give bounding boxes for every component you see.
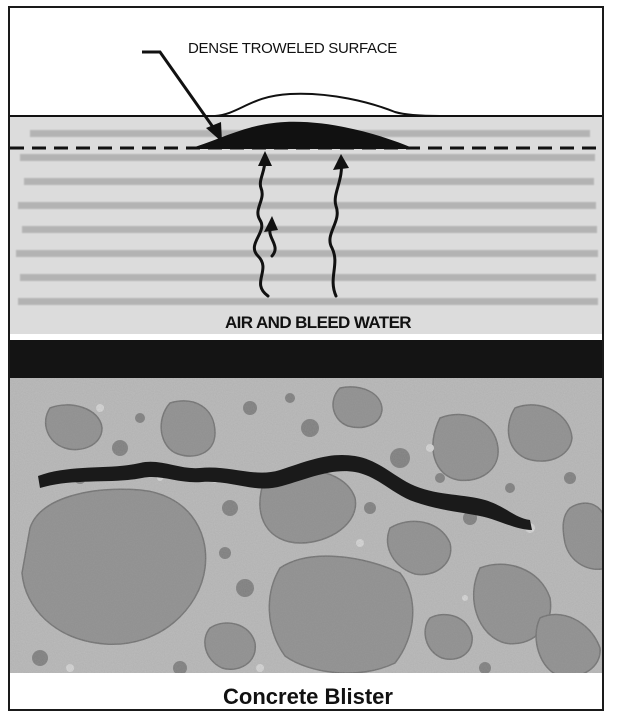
blister-outline	[215, 94, 440, 116]
diagram-frame: DENSE TROWELED SURFACE AIR AND BLEED WAT…	[8, 6, 604, 711]
concrete-blister-diagram	[10, 8, 604, 711]
air-and-bleed-water-label: AIR AND BLEED WATER	[225, 313, 411, 333]
concrete-cross-section	[10, 378, 604, 678]
dense-troweled-surface-label: DENSE TROWELED SURFACE	[188, 40, 397, 57]
figure-caption: Concrete Blister	[10, 684, 604, 710]
